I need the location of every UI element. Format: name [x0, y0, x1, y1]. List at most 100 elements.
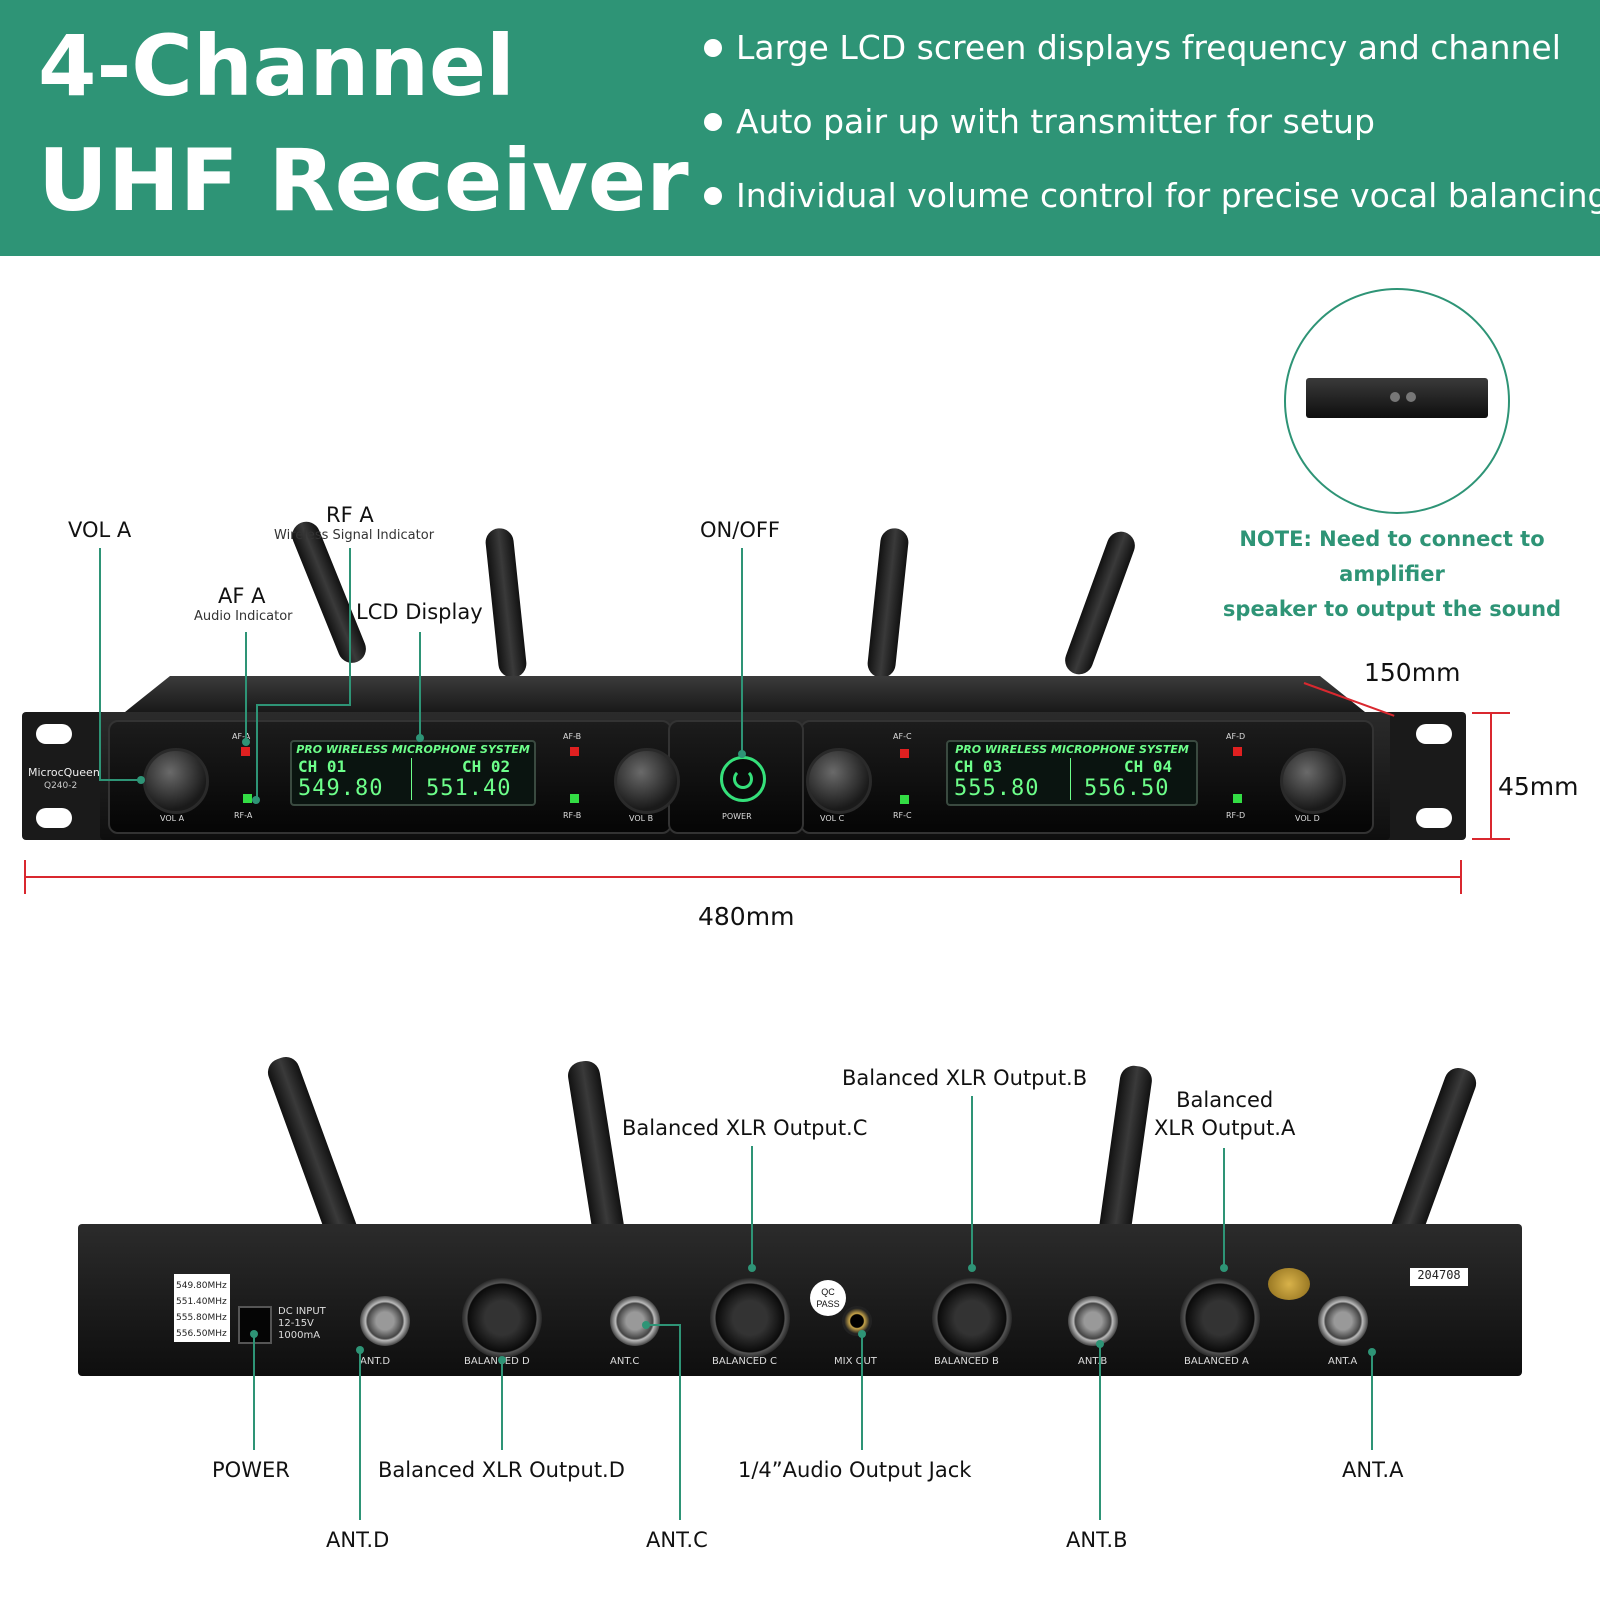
model-number: Q240-2: [44, 781, 78, 791]
brand-logo: MicrocQueen: [28, 766, 100, 779]
ant-c-text: ANT.C: [610, 1356, 640, 1367]
vol-a-label: VOL A: [160, 814, 185, 823]
rack-ear-right: [1376, 712, 1466, 840]
volume-b-knob[interactable]: [614, 748, 680, 814]
serial-sticker: 204708: [1410, 1268, 1468, 1286]
xlr-b-connector[interactable]: [932, 1278, 1012, 1358]
leader-pin: [1096, 1340, 1104, 1348]
xlr-c-callout: Balanced XLR Output.C: [622, 1116, 868, 1140]
xlr-d-connector[interactable]: [462, 1278, 542, 1358]
leader-line: [741, 548, 743, 754]
leader-pin: [250, 1330, 258, 1338]
xlr-a-connector[interactable]: [1180, 1278, 1260, 1358]
xlr-a-callout: Balanced XLR Output.A: [1154, 1088, 1296, 1140]
leader-pin: [642, 1321, 650, 1329]
feature-list: Large LCD screen displays frequency and …: [704, 26, 1600, 248]
bal-c-text: BALANCED C: [712, 1356, 777, 1367]
note-text: NOTE: Need to connect to amplifier speak…: [1222, 527, 1562, 621]
bullet-icon: [704, 38, 722, 57]
power-icon: [733, 769, 753, 789]
leader-pin: [137, 776, 145, 784]
vol-b-label: VOL B: [629, 814, 654, 823]
width-dimension: 480mm: [698, 902, 795, 931]
rf-c-text: RF-C: [893, 811, 912, 820]
rf-d-led: [1233, 794, 1242, 803]
rf-b-text: RF-B: [563, 811, 582, 820]
height-dimension: 45mm: [1498, 772, 1579, 801]
rf-c-led: [900, 795, 909, 804]
leader-line: [349, 548, 351, 706]
leader-line: [1371, 1352, 1373, 1450]
title-line-1: 4-Channel: [38, 17, 515, 115]
on-off-callout: ON/OFF: [700, 518, 781, 542]
rf-b-led: [570, 794, 579, 803]
jack-callout: 1/4”Audio Output Jack: [738, 1458, 972, 1482]
af-a-callout: AF A: [218, 584, 266, 608]
af-d-text: AF-D: [1226, 732, 1246, 741]
receiver-back: [78, 1224, 1522, 1376]
front-antenna: [484, 526, 528, 680]
af-a-led: [241, 747, 250, 756]
vol-c-label: VOL C: [820, 814, 845, 823]
channel-04: CH 04: [1124, 757, 1173, 776]
dimension-height-line: [1490, 712, 1492, 840]
header-banner: [0, 0, 1600, 256]
leader-pin: [416, 734, 424, 742]
leader-line: [679, 1324, 681, 1520]
leader-pin: [968, 1264, 976, 1272]
rf-a-led: [243, 794, 252, 803]
leader-line: [256, 704, 258, 800]
leader-line: [99, 779, 141, 781]
bal-b-text: BALANCED B: [934, 1356, 999, 1367]
power-button[interactable]: [720, 756, 766, 802]
feature-item: Large LCD screen displays frequency and …: [704, 26, 1600, 100]
bal-d-text: BALANCED D: [464, 1356, 530, 1367]
volume-c-knob[interactable]: [806, 748, 872, 814]
qc-pass-sticker: QC PASS: [810, 1280, 846, 1316]
leader-pin: [356, 1346, 364, 1354]
ant-d-callout: ANT.D: [326, 1528, 390, 1552]
volume-a-knob[interactable]: [143, 748, 209, 814]
vol-a-callout: VOL A: [68, 518, 132, 542]
mix-out-jack[interactable]: [842, 1306, 872, 1336]
xlr-c-connector[interactable]: [710, 1278, 790, 1358]
dc-input-port[interactable]: [238, 1306, 272, 1344]
rf-a-text: RF-A: [234, 811, 253, 820]
leader-pin: [1220, 1264, 1228, 1272]
xlr-d-callout: Balanced XLR Output.D: [378, 1458, 625, 1482]
ant-a-connector[interactable]: [1318, 1296, 1368, 1346]
ant-a-text: ANT.A: [1328, 1356, 1358, 1367]
ant-b-connector[interactable]: [1068, 1296, 1118, 1346]
frequency-04: 556.50: [1084, 776, 1170, 801]
channel-03: CH 03: [954, 757, 1003, 776]
lcd-display-right: PRO WIRELESS MICROPHONE SYSTEM CH 03 CH …: [946, 740, 1198, 806]
bullet-icon: [704, 186, 722, 205]
ant-c-connector[interactable]: [610, 1296, 660, 1346]
af-a-subtitle: Audio Indicator: [194, 609, 293, 624]
leader-pin: [242, 738, 250, 746]
rack-ear-left: [22, 712, 112, 840]
ant-d-connector[interactable]: [360, 1296, 410, 1346]
af-a-text: AF-A: [232, 732, 251, 741]
channel-02: CH 02: [462, 757, 511, 776]
ant-d-text: ANT.D: [360, 1356, 391, 1367]
volume-d-knob[interactable]: [1280, 748, 1346, 814]
ant-c-callout: ANT.C: [646, 1528, 708, 1552]
receiver-top: [120, 676, 1370, 716]
feature-item: Auto pair up with transmitter for setup: [704, 100, 1600, 174]
xlr-b-callout: Balanced XLR Output.B: [842, 1066, 1088, 1090]
ant-b-callout: ANT.B: [1066, 1528, 1128, 1552]
front-antenna: [1061, 527, 1139, 679]
leader-line: [751, 1146, 753, 1268]
leader-line: [253, 1334, 255, 1450]
af-b-led: [570, 747, 579, 756]
leader-line: [861, 1334, 863, 1450]
power-callout: POWER: [212, 1458, 290, 1482]
rf-a-callout: RF A: [326, 503, 374, 527]
bal-a-text: BALANCED A: [1184, 1356, 1249, 1367]
channel-01: CH 01: [298, 757, 347, 776]
leader-line: [1223, 1148, 1225, 1268]
vol-d-label: VOL D: [1295, 814, 1320, 823]
ant-a-callout: ANT.A: [1342, 1458, 1404, 1482]
af-b-text: AF-B: [563, 732, 582, 741]
